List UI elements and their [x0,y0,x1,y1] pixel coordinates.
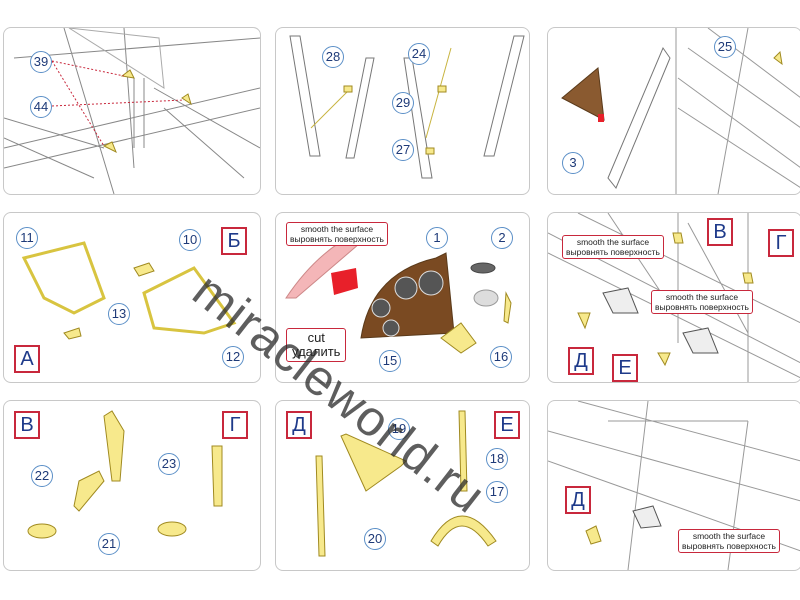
smooth-surface-note: smooth the surface выровнять поверхность [678,529,780,553]
letter-marker-b: Б [221,227,247,255]
tail-drawing [561,28,800,194]
callout-15: 15 [379,350,401,372]
smooth-surface-note-1: smooth the surface выровнять поверхность [562,235,664,259]
cut-en: cut [307,330,325,345]
callout-11: 11 [16,227,38,249]
windscreen-drawing [21,241,237,340]
letter-marker-e: Е [494,411,520,439]
callout-1: 1 [426,227,448,249]
panel-wing-struts: 39 44 [3,27,261,195]
callout-3: 3 [562,152,584,174]
callout-17: 17 [486,481,508,503]
callout-21: 21 [98,533,120,555]
panel-fuselage-floor: Д smooth the surface выровнять поверхнос… [547,400,800,571]
note-en: smooth the surface [665,292,739,302]
wing-drawing [4,28,260,194]
cut-ru: удалить [292,344,341,359]
panel-windscreens: Б А 11 10 13 12 [3,212,261,383]
note-en: smooth the surface [300,224,374,234]
panel-tail-fin: 3 25 [547,27,800,195]
note-ru: выровнять поверхность [682,541,776,551]
callout-29: 29 [392,92,414,114]
letter-marker-g: Г [222,411,248,439]
note-ru: выровнять поверхность [290,234,384,244]
callout-27: 27 [392,139,414,161]
letter-marker-v: В [14,411,40,439]
panel-control-levers: В Г 22 23 21 [3,400,261,571]
struts-drawing [289,35,525,179]
cut-note: cut удалить [286,328,347,362]
panel-fuselage-fittings: smooth the surface выровнять поверхность… [547,212,800,383]
letter-marker-d: Д [568,347,594,375]
callout-19: 19 [388,418,410,440]
note-ru: выровнять поверхность [566,247,660,257]
note-ru: выровнять поверхность [655,302,749,312]
instrument-drawing [285,232,512,354]
callout-13: 13 [108,303,130,325]
letter-marker-v: В [707,218,733,246]
callout-20: 20 [364,528,386,550]
note-en: smooth the surface [692,531,766,541]
callout-28: 28 [322,46,344,68]
callout-2: 2 [491,227,513,249]
panel-instrument-panel: smooth the surface выровнять поверхность… [275,212,530,383]
letter-marker-a: А [14,345,40,373]
callout-25: 25 [714,36,736,58]
callout-39: 39 [30,51,52,73]
callout-16: 16 [490,346,512,368]
panel-quadrants: Д Е 19 18 17 20 [275,400,530,571]
callout-12: 12 [222,346,244,368]
callout-22: 22 [31,465,53,487]
note-en: smooth the surface [576,237,650,247]
levers-drawing [27,410,223,539]
letter-marker-g: Г [768,229,794,257]
callout-10: 10 [179,229,201,251]
fuselage-drawing [548,213,800,382]
callout-24: 24 [408,43,430,65]
smooth-surface-note: smooth the surface выровнять поверхность [286,222,388,246]
callout-18: 18 [486,448,508,470]
letter-marker-e: Е [612,354,638,382]
letter-marker-d: Д [286,411,312,439]
callout-44: 44 [30,96,52,118]
letter-marker-d: Д [565,486,591,514]
callout-23: 23 [158,453,180,475]
panel-cabane-struts: 28 24 29 27 [275,27,530,195]
floor-drawing [548,401,800,570]
quadrants-drawing [315,410,497,557]
smooth-surface-note-2: smooth the surface выровнять поверхность [651,290,753,314]
